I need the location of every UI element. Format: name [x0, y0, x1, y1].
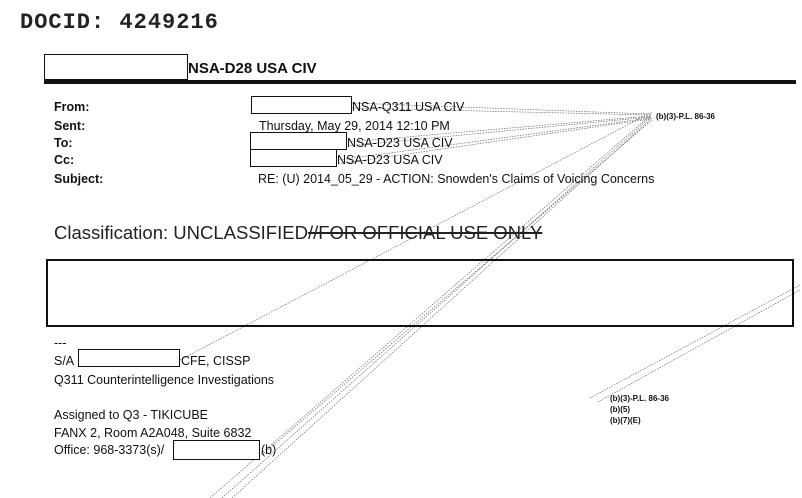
signature-office-prefix: Office: 968-3373(s)/	[54, 443, 165, 457]
signature-office-suffix: (b)	[261, 443, 277, 457]
sent-label: Sent:	[54, 119, 86, 133]
signature-unit: Q311 Counterintelligence Investigations	[54, 373, 275, 387]
redaction-box	[251, 96, 352, 114]
exemption-label: (b)(7)(E)	[610, 416, 641, 425]
header-rule	[44, 80, 796, 84]
subject-value: RE: (U) 2014_05_29 - ACTION: Snowden's C…	[258, 172, 655, 186]
classification-struck-text: //FOR OFFICIAL USE ONLY	[307, 222, 543, 243]
exemption-label: (b)(5)	[610, 405, 630, 414]
signature-room: FANX 2, Room A2A048, Suite 6832	[54, 426, 252, 440]
sender-name: NSA-D28 USA CIV	[188, 60, 317, 77]
to-value: NSA-D23 USA CIV	[347, 136, 453, 150]
redaction-box	[250, 132, 347, 150]
sent-value: Thursday, May 29, 2014 12:10 PM	[259, 119, 450, 133]
signature-title-suffix: CFE, CISSP	[181, 354, 251, 368]
cc-label: Cc:	[54, 153, 75, 167]
redaction-box	[44, 54, 188, 80]
to-label: To:	[54, 136, 73, 150]
exemption-label: (b)(3)-P.L. 86-36	[610, 394, 669, 403]
signature-dashes: ---	[54, 336, 67, 350]
classification-line: Classification: UNCLASSIFIED//FOR OFFICI…	[54, 222, 542, 244]
redaction-box	[173, 440, 260, 460]
redaction-box	[78, 349, 180, 367]
classification-label: Classification: UNCLASSIFIED	[54, 222, 308, 243]
exemption-label: (b)(3)-P.L. 86-36	[656, 112, 715, 121]
from-value: NSA-Q311 USA CIV	[352, 100, 465, 114]
subject-label: Subject:	[54, 172, 104, 186]
cc-value: NSA-D23 USA CIV	[337, 153, 443, 167]
redaction-box	[250, 149, 337, 167]
redaction-box-large	[46, 259, 794, 327]
signature-assigned: Assigned to Q3 - TIKICUBE	[54, 408, 208, 422]
signature-title-prefix: S/A	[54, 354, 75, 368]
from-label: From:	[54, 100, 90, 114]
doc-id: DOCID: 4249216	[20, 10, 219, 35]
